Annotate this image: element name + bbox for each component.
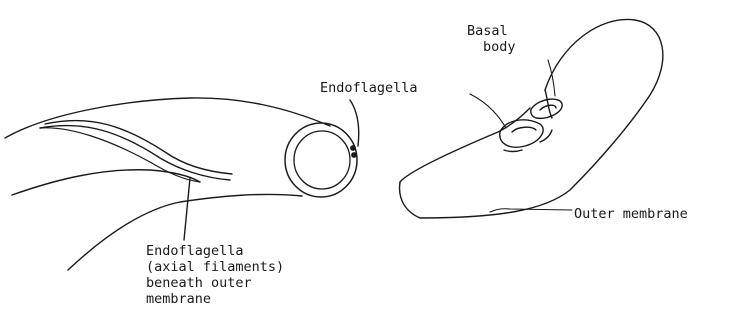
right-cell-body: [400, 19, 663, 218]
label-endo-bottom-line-4: membrane: [146, 291, 211, 307]
left-cross-section-inner: [294, 131, 350, 189]
label-basal-body: Basal body: [467, 23, 516, 55]
left-tube-upper-edge: [5, 98, 330, 138]
left-tube-inner-curve-2: [45, 120, 232, 174]
right-tube-left-end: [400, 182, 420, 218]
left-tube-inner-curve-1: [40, 126, 230, 180]
label-basal-line-1: Basal: [467, 23, 508, 39]
endoflagella-dot-2: [352, 153, 356, 157]
basal-body-upper-inner: [540, 105, 556, 110]
leader-outer-membrane: [490, 209, 572, 212]
basal-body-lower: [500, 120, 543, 147]
basal-body-upper: [531, 99, 562, 118]
right-tube-inner-fold: [545, 90, 552, 118]
label-endoflagella-top: Endoflagella: [320, 80, 418, 96]
label-endo-bottom-line-1: Endoflagella: [146, 243, 244, 259]
label-endo-bottom-line-3: beneath outer: [146, 275, 252, 291]
leader-endoflagella-top-right: [470, 94, 506, 128]
left-cross-section-outer: [285, 123, 357, 197]
label-outer-membrane: Outer membrane: [574, 206, 688, 222]
label-basal-line-2: body: [467, 39, 516, 55]
right-tube-upper-edge: [400, 108, 530, 182]
basal-shading-1: [504, 150, 522, 152]
endoflagella-dot-1: [351, 146, 355, 150]
label-endoflagella-bottom: Endoflagella (axial filaments) beneath o…: [146, 243, 284, 307]
label-endo-bottom-line-2: (axial filaments): [146, 259, 284, 275]
leader-endoflagella-bottom: [184, 178, 190, 240]
basal-body-lower-inner: [512, 127, 536, 132]
